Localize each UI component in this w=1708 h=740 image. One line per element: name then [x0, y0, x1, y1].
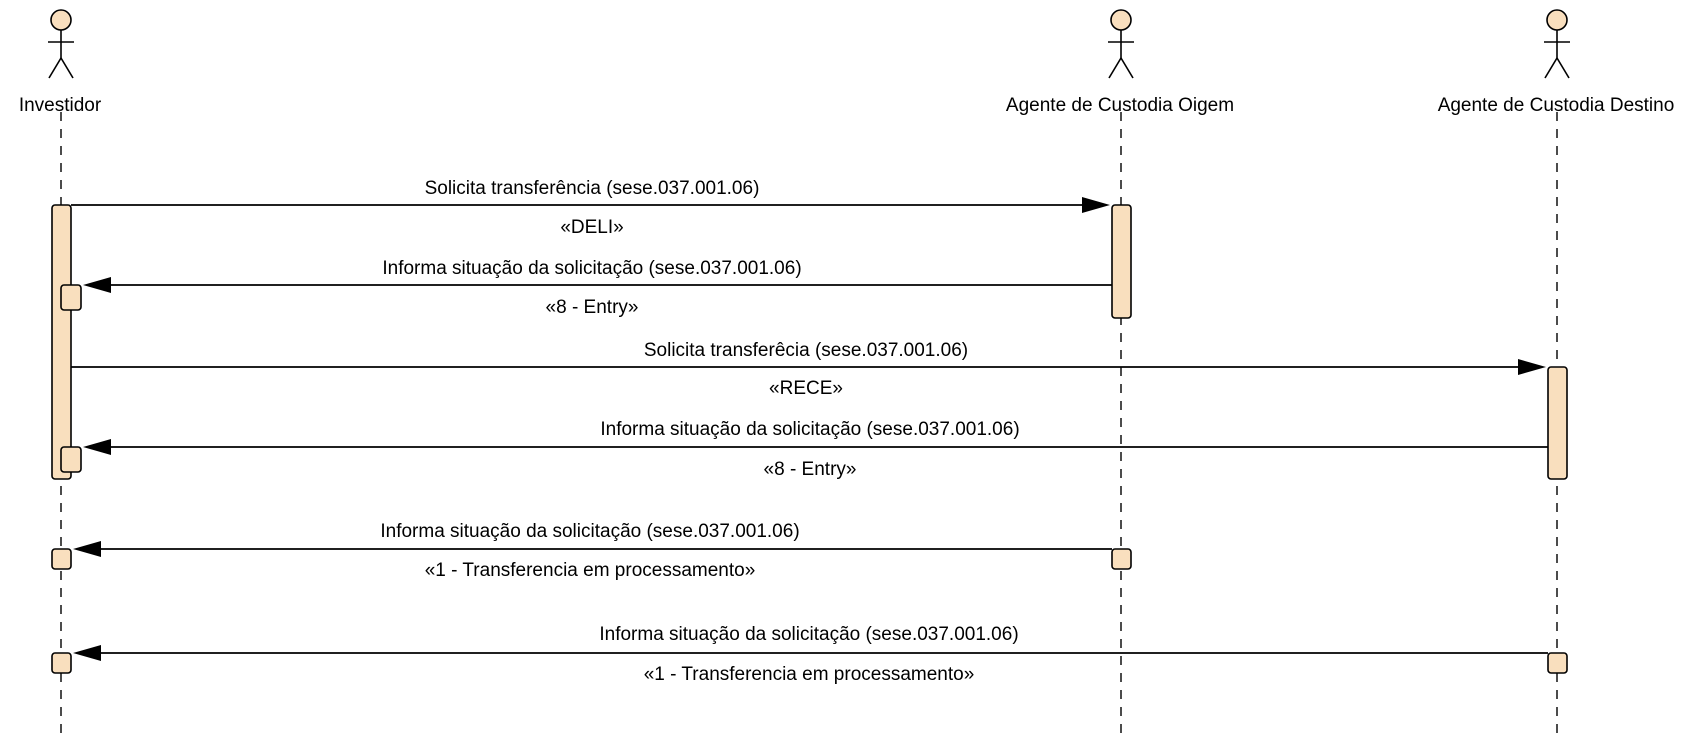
activation-destino-send — [1547, 652, 1568, 674]
activation-investidor-return — [51, 652, 72, 674]
message-5-label: Informa situação da solicitação (sese.03… — [380, 521, 799, 542]
message-5 — [73, 541, 1112, 557]
message-3-label: Solicita transferêcia (sese.037.001.06) — [644, 340, 968, 361]
activation-origem-send — [1111, 548, 1132, 570]
message-3-stereotype: «RECE» — [769, 378, 843, 399]
activation-investidor-return — [51, 548, 72, 570]
message-2-label: Informa situação da solicitação (sese.03… — [382, 258, 801, 279]
message-1-stereotype: «DELI» — [560, 217, 623, 238]
activation-origem — [1111, 204, 1132, 319]
message-4-stereotype: «8 - Entry» — [764, 459, 857, 480]
arrowhead-icon — [73, 645, 101, 661]
actor-name-investidor: Investidor — [19, 95, 102, 116]
activation-destino — [1547, 366, 1568, 480]
message-2 — [83, 277, 1112, 293]
message-1-label: Solicita transferência (sese.037.001.06) — [425, 178, 760, 199]
message-6-stereotype: «1 - Transferencia em processamento» — [644, 664, 975, 685]
message-5-stereotype: «1 - Transferencia em processamento» — [425, 560, 756, 581]
actor-name-destino: Agente de Custodia Destino — [1438, 95, 1675, 116]
actor-icon — [1108, 9, 1134, 79]
activation-investidor-return — [60, 446, 82, 473]
actor-name-origem: Agente de Custodia Oigem — [1006, 95, 1234, 116]
activation-investidor — [51, 204, 72, 480]
arrowhead-icon — [73, 541, 101, 557]
message-3 — [71, 359, 1546, 375]
message-1 — [71, 197, 1110, 213]
arrowhead-icon — [83, 277, 111, 293]
message-2-stereotype: «8 - Entry» — [546, 297, 639, 318]
message-4-label: Informa situação da solicitação (sese.03… — [600, 419, 1019, 440]
message-6-label: Informa situação da solicitação (sese.03… — [599, 624, 1018, 645]
arrowhead-icon — [83, 439, 111, 455]
message-4 — [83, 439, 1548, 455]
arrowhead-icon — [1518, 359, 1546, 375]
message-6 — [73, 645, 1548, 661]
actor-icon — [1544, 9, 1570, 79]
activation-investidor-return — [60, 284, 82, 311]
arrowhead-icon — [1082, 197, 1110, 213]
actor-icon — [48, 9, 74, 79]
